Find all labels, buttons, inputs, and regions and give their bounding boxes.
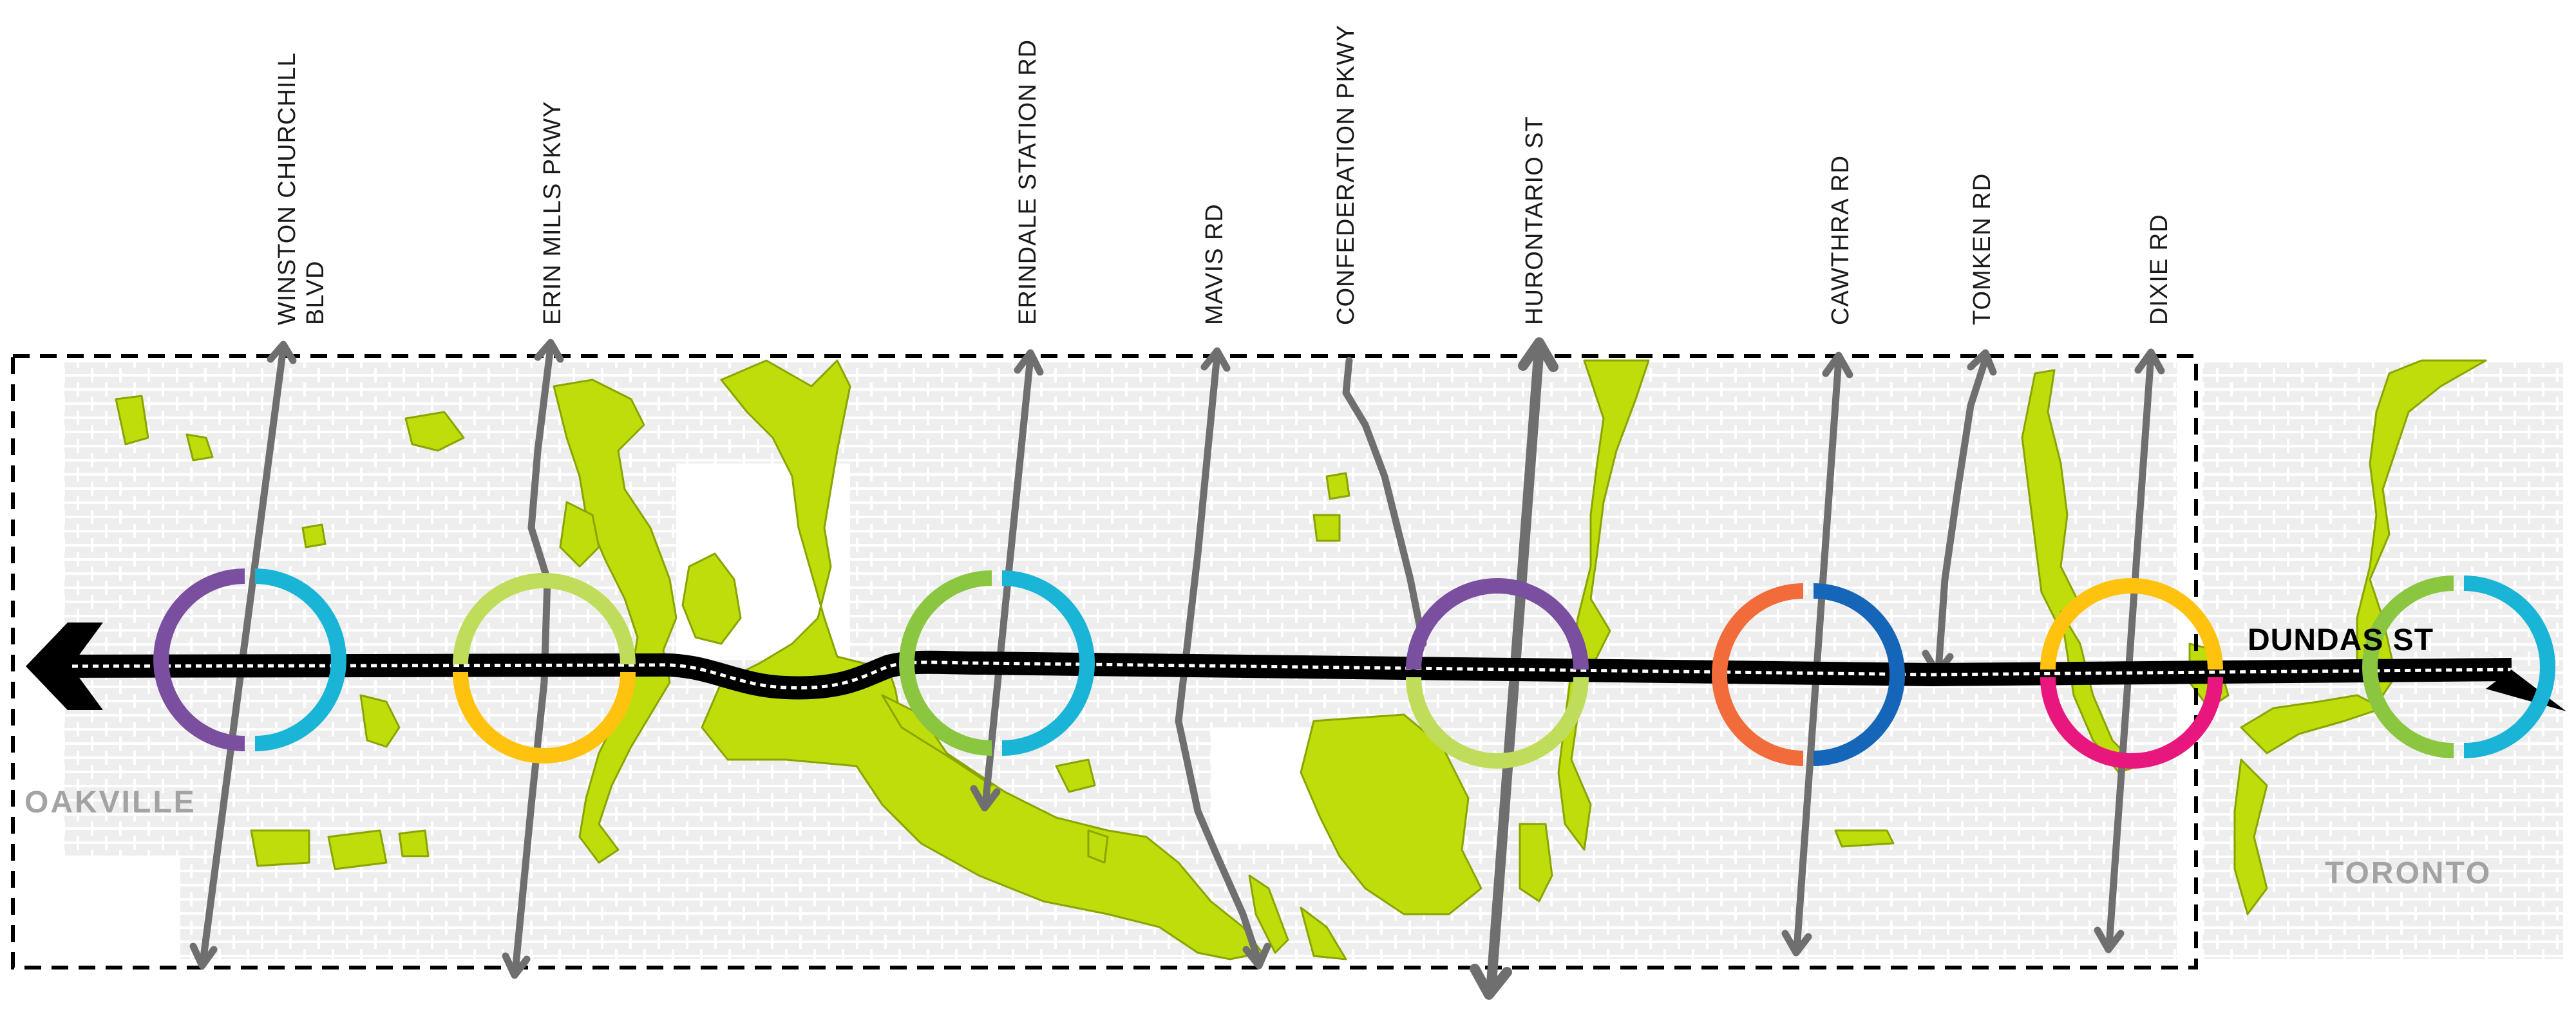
node-erindale — [899, 570, 1095, 756]
cross-street-cawthra — [1781, 351, 1853, 957]
street-label-mavis: MAVIS RD — [1201, 203, 1228, 325]
cross-street-mavis — [1175, 347, 1271, 969]
place-label-west: OAKVILLE — [24, 785, 196, 820]
node-ring-segment — [1712, 583, 1804, 766]
node-dixie — [2040, 578, 2223, 769]
node-ring-segment — [153, 568, 245, 751]
street-label-hurontario: HURONTARIO ST — [1521, 116, 1548, 325]
main-street-arrow-west — [26, 623, 103, 710]
node-hurontario — [1406, 578, 1589, 769]
street-label-confederation: CONFEDERATION PKWY — [1332, 24, 1359, 325]
node-ring-segment — [1001, 570, 1095, 756]
node-ring-segment — [1406, 677, 1589, 769]
green-spaces — [115, 359, 2487, 960]
node-ring-segment — [2040, 677, 2223, 769]
node-ring-segment — [453, 573, 636, 665]
node-ring-segment — [899, 570, 992, 756]
street-label-erin-mills: ERIN MILLS PKWY — [539, 100, 566, 325]
street-label-erindale-station: ERINDALE STATION RD — [1014, 39, 1041, 325]
node-ring-segment — [2463, 576, 2555, 758]
street-label-dixie: DIXIE RD — [2146, 214, 2173, 325]
station-nodes — [153, 568, 2555, 769]
node-ring-segment — [1406, 578, 1589, 670]
street-label-winston-churchill: WINSTON CHURCHILL BLVD — [274, 46, 329, 325]
main-street-dundas — [26, 623, 2566, 711]
main-street-label: DUNDAS ST — [2248, 623, 2434, 657]
cross-street-labels: WINSTON CHURCHILL BLVD ERIN MILLS PKWY E… — [274, 24, 2173, 325]
node-ring-segment — [1813, 583, 1905, 766]
node-ring-segment — [254, 568, 346, 751]
street-label-tomken: TOMKEN RD — [1969, 173, 1996, 325]
street-label-cawthra: CAWTHRA RD — [1827, 155, 1854, 325]
place-label-east: TORONTO — [2325, 856, 2492, 890]
node-erin-mills — [453, 573, 636, 763]
node-ring-segment — [2362, 576, 2454, 758]
node-east-end — [2362, 576, 2555, 758]
node-winston-churchill — [153, 568, 346, 751]
node-ring-segment — [453, 671, 636, 763]
node-cawthra — [1712, 583, 1905, 766]
cross-street-confederation — [1342, 357, 1427, 648]
cross-street-dixie — [2094, 348, 2165, 953]
node-ring-segment — [2040, 578, 2223, 670]
